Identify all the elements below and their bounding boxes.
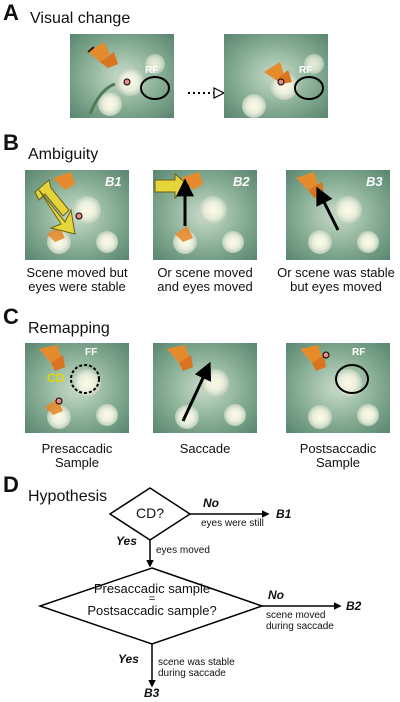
panel-d-title: Hypothesis xyxy=(28,488,108,505)
tag-b1: B1 xyxy=(105,174,122,189)
q1-no: No xyxy=(203,496,219,510)
panel-b-title: Ambiguity xyxy=(28,146,99,163)
photo-c3: RF xyxy=(286,343,390,433)
q2-yes: Yes xyxy=(118,652,139,666)
q2-yes-target: B3 xyxy=(144,686,160,700)
photo-b3: B3 xyxy=(286,170,390,260)
photo-b2: B2 xyxy=(153,170,257,260)
q1-yes-note: eyes moved xyxy=(156,545,210,556)
butterfly-icon xyxy=(87,42,118,68)
photo-c2 xyxy=(153,343,257,433)
panel-c-title: Remapping xyxy=(28,320,110,337)
panel-d-letter: D xyxy=(3,472,19,497)
rf-label-c3: RF xyxy=(352,347,366,358)
tag-b2: B2 xyxy=(233,174,250,189)
caption-c2: Saccade xyxy=(179,441,231,456)
q1-text: CD? xyxy=(135,505,164,521)
panel-c-letter: C xyxy=(3,304,19,329)
q2-text: Presaccadic sample = Postsaccadic sample… xyxy=(87,581,217,618)
photo-a-before: RF xyxy=(70,34,174,118)
ff-label: FF xyxy=(85,347,98,358)
q2-no-target: B2 xyxy=(346,599,362,613)
photo-a-after: RF xyxy=(224,34,328,118)
q1-yes: Yes xyxy=(116,534,137,548)
q2-no: No xyxy=(268,588,284,602)
q1-no-target: B1 xyxy=(276,507,292,521)
dotted-arrow xyxy=(188,87,226,99)
yellow-arrow xyxy=(38,189,76,235)
tag-b3: B3 xyxy=(366,174,383,189)
rf-label-a1: RF xyxy=(145,65,159,76)
photo-c1: FF CD xyxy=(25,343,129,433)
photo-b1: B1 xyxy=(25,170,129,260)
panel-b-letter: B xyxy=(3,130,19,155)
butterfly-icon xyxy=(300,345,326,371)
cd-label: CD xyxy=(47,371,65,385)
panel-a-title: Visual change xyxy=(30,10,131,27)
q1-no-note: eyes were still xyxy=(201,518,264,529)
rf-label-a2: RF xyxy=(299,65,313,76)
butterfly-icon xyxy=(167,345,193,371)
panel-a-letter: A xyxy=(3,0,19,25)
